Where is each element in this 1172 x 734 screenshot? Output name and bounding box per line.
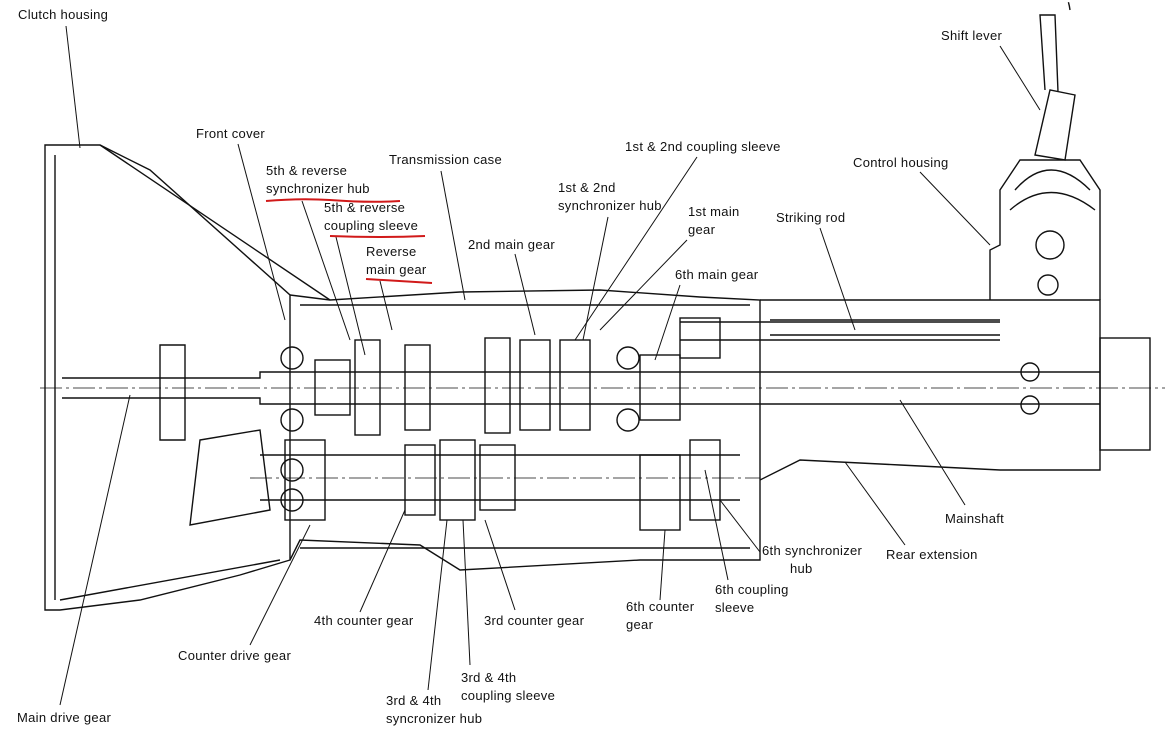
label-reverse-main-gear: Reverse main gear: [366, 243, 427, 279]
leader-front-cover: [237, 143, 286, 321]
red-underlines: [265, 198, 433, 284]
leader-reverse-main-gear: [379, 280, 393, 331]
leader-3rd-counter-gear: [484, 519, 516, 611]
clutch-housing-shape: [44, 144, 291, 611]
label-line: main gear: [366, 262, 427, 277]
transmission-case-shape: [289, 289, 761, 571]
leader-1st-2nd-sync-hub: [582, 216, 609, 341]
label-control-housing: Control housing: [853, 155, 949, 170]
leader-clutch-housing: [65, 25, 81, 149]
label-6th-sync-hub: 6th synchronizer hub: [762, 542, 862, 578]
label-line: syncronizer hub: [386, 711, 483, 726]
leader-lines: [59, 25, 1041, 706]
label-line: 6th coupling: [715, 582, 789, 597]
label-line: 3rd & 4th: [386, 693, 442, 708]
label-line: Reverse: [366, 244, 417, 259]
label-line: coupling sleeve: [324, 218, 419, 233]
label-line: gear: [688, 222, 716, 237]
label-line: sleeve: [715, 600, 755, 615]
leader-1st-main-gear: [599, 239, 688, 331]
label-line: 1st main: [688, 204, 740, 219]
label-striking-rod: Striking rod: [776, 210, 846, 225]
leader-control-housing: [919, 171, 991, 246]
label-line: 5th & reverse: [324, 200, 406, 215]
underline-sync-hub: [265, 198, 401, 203]
underline-coupling-sleeve: [329, 235, 426, 238]
leader-6th-coupling-sleeve: [704, 469, 729, 581]
label-mainshaft: Mainshaft: [945, 511, 1005, 526]
label-6th-main-gear: 6th main gear: [675, 267, 759, 282]
leader-3rd-4th-coupling-sleeve: [462, 519, 471, 666]
label-6th-coupling-sleeve: 6th coupling sleeve: [715, 581, 789, 617]
label-transmission-case: Transmission case: [389, 152, 502, 167]
label-2nd-main-gear: 2nd main gear: [468, 237, 556, 252]
label-3rd-4th-coupling-sleeve: 3rd & 4th coupling sleeve: [461, 669, 555, 705]
label-line: hub: [790, 561, 813, 576]
label-line: 6th counter: [626, 599, 695, 614]
leader-5th-rev-coupling-sleeve: [335, 236, 366, 356]
label-3rd-4th-sync-hub: 3rd & 4th syncronizer hub: [386, 692, 482, 728]
label-front-cover: Front cover: [196, 126, 266, 141]
label-line: gear: [626, 617, 654, 632]
leader-6th-sync-hub: [719, 499, 761, 553]
leader-transmission-case: [440, 170, 466, 301]
label-1st-2nd-sync-hub: 1st & 2nd synchronizer hub: [558, 179, 662, 215]
label-line: synchronizer hub: [558, 198, 662, 213]
label-6th-counter-gear: 6th counter gear: [626, 598, 694, 634]
label-3rd-counter-gear: 3rd counter gear: [484, 613, 585, 628]
leader-6th-counter-gear: [659, 529, 666, 601]
countershaft-shape: [260, 454, 740, 501]
label-line: coupling sleeve: [461, 688, 556, 703]
leader-2nd-main-gear: [514, 253, 536, 336]
label-rear-extension: Rear extension: [886, 547, 978, 562]
label-shift-lever: Shift lever: [941, 28, 1003, 43]
leader-1st-2nd-coupling-sleeve: [574, 156, 698, 341]
label-main-drive-gear: Main drive gear: [17, 710, 112, 725]
label-line: 3rd & 4th: [461, 670, 517, 685]
control-housing-shape: [989, 159, 1101, 300]
leader-striking-rod: [819, 227, 856, 331]
label-counter-drive-gear: Counter drive gear: [178, 648, 292, 663]
underline-main-gear: [365, 278, 433, 284]
label-line: 5th & reverse: [266, 163, 348, 178]
leader-shift-lever: [999, 45, 1041, 111]
rear-extension-shape: [759, 299, 1101, 481]
striking-rod-shape: [680, 321, 1000, 341]
leader-4th-counter-gear: [359, 509, 406, 613]
label-line: 6th synchronizer: [762, 543, 863, 558]
leader-3rd-4th-sync-hub: [427, 519, 448, 691]
label-5th-rev-sync-hub: 5th & reverse synchronizer hub: [266, 162, 370, 198]
label-1st-main-gear: 1st main gear: [688, 203, 740, 239]
label-line: 1st & 2nd: [558, 180, 616, 195]
leader-counter-drive-gear: [249, 524, 311, 646]
leader-mainshaft: [899, 399, 966, 506]
label-4th-counter-gear: 4th counter gear: [314, 613, 414, 628]
leader-main-drive-gear: [59, 394, 131, 706]
leader-5th-rev-sync-hub: [301, 200, 351, 341]
shift-lever-shape: [1034, 14, 1076, 161]
leader-6th-main-gear: [654, 284, 681, 361]
output-flange-shape: [1099, 337, 1151, 451]
transmission-outline: [40, 0, 1165, 611]
leader-rear-extension: [844, 461, 906, 546]
label-line: synchronizer hub: [266, 181, 370, 196]
label-5th-rev-coupling-sleeve: 5th & reverse coupling sleeve: [324, 199, 418, 235]
label-1st-2nd-coupling-sleeve: 1st & 2nd coupling sleeve: [625, 139, 781, 154]
label-clutch-housing: Clutch housing: [18, 7, 109, 22]
